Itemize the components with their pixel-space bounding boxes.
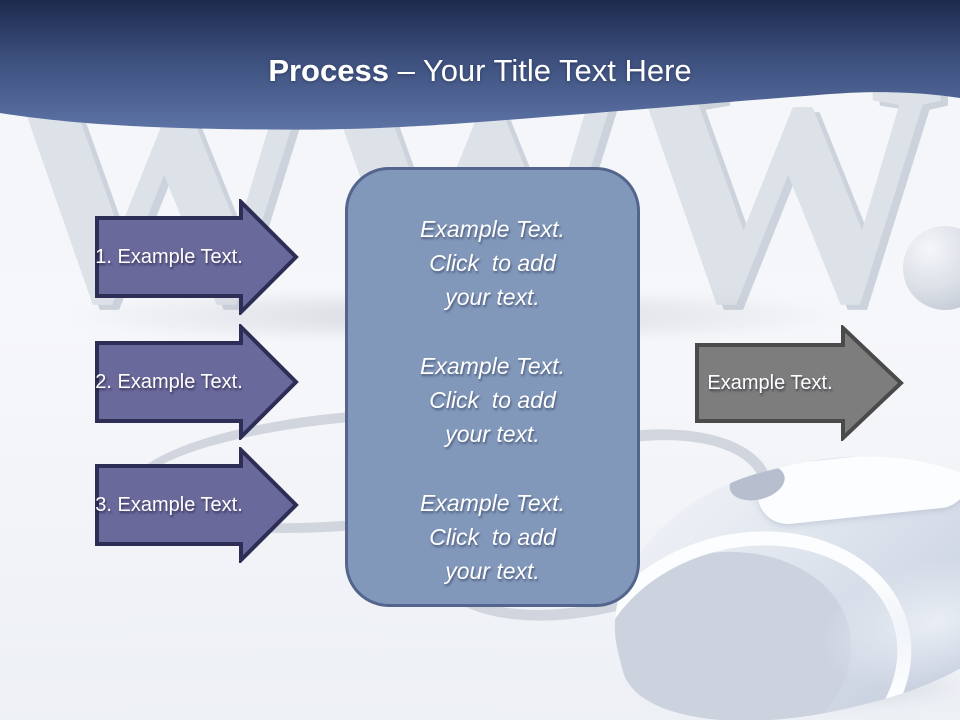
step-arrow-1[interactable]: 1. Example Text.	[95, 199, 299, 315]
title-rest-text: – Your Title Text Here	[388, 53, 692, 88]
right-arrow-shape	[95, 447, 299, 563]
right-arrow-shape	[695, 325, 904, 441]
step-arrow-2[interactable]: 2. Example Text.	[95, 324, 299, 440]
right-arrow-shape	[95, 199, 299, 315]
center-text-box[interactable]: Example Text. Click to add your text. Ex…	[345, 167, 640, 607]
step-arrow-2-label: 2. Example Text.	[95, 370, 243, 393]
center-box-paragraph: Example Text. Click to add your text.	[420, 216, 565, 310]
slide-title: Process – Your Title Text Here	[0, 53, 960, 89]
result-arrow-label: Example Text.	[707, 371, 833, 394]
header-band	[0, 0, 960, 140]
center-box-paragraph: Example Text. Click to add your text.	[420, 353, 565, 447]
mouse-button-strip	[754, 445, 960, 527]
title-bold-text: Process	[268, 53, 389, 88]
center-box-paragraph: Example Text. Click to add your text.	[420, 490, 565, 584]
right-arrow-shape	[95, 324, 299, 440]
header-wave-shape	[0, 0, 960, 130]
step-arrow-1-label: 1. Example Text.	[95, 245, 243, 268]
step-arrow-3[interactable]: 3. Example Text.	[95, 447, 299, 563]
step-arrow-3-label: 3. Example Text.	[95, 493, 243, 516]
result-arrow[interactable]: Example Text.	[695, 325, 905, 441]
